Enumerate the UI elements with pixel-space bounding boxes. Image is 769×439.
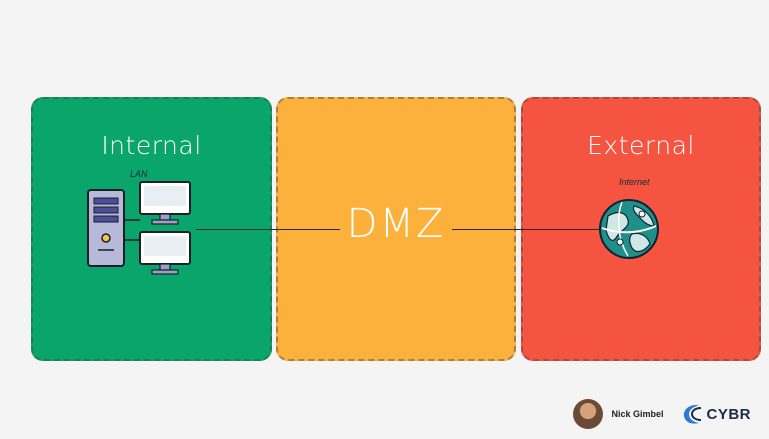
connector-dmz-internet <box>452 229 602 230</box>
brand: CYBR <box>681 402 751 426</box>
connector-lan-dmz <box>196 229 340 230</box>
avatar <box>573 399 604 429</box>
author-name: Nick Gimbel <box>611 409 664 419</box>
internal-title: Internal <box>101 131 202 160</box>
globe-icon <box>599 199 659 259</box>
cybr-logo-icon <box>684 404 702 424</box>
internet-label: Internet <box>619 177 650 187</box>
dmz-title: DMZ <box>346 201 446 247</box>
lan-label: LAN <box>130 169 148 179</box>
footer: Nick Gimbel CYBR <box>573 397 751 431</box>
external-title: External <box>587 131 695 160</box>
brand-name: CYBR <box>706 405 751 423</box>
server-and-computers-icon <box>87 181 191 275</box>
